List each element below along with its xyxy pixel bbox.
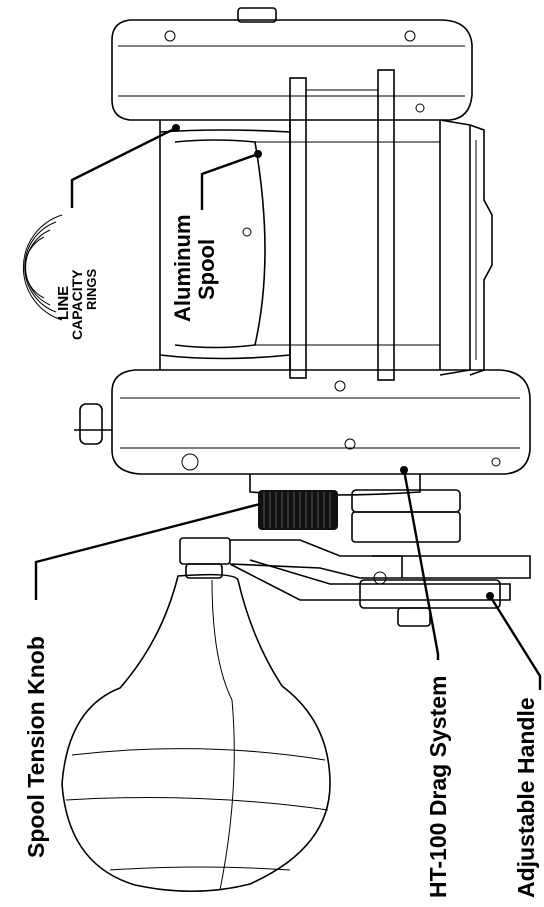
logo-line-text: LINE [55, 286, 72, 320]
label-aluminum-line2: Spool [194, 239, 219, 300]
leader-lines [34, 124, 542, 690]
label-aluminum-line1: Aluminum [170, 214, 195, 322]
label-spool-tension-knob: Spool Tension Knob [23, 636, 49, 858]
handle-knob [61, 563, 331, 893]
label-ht100-drag-system: HT-100 Drag System [425, 676, 451, 898]
lever [74, 403, 199, 471]
gear-plate-edge [439, 119, 493, 376]
label-adjustable-handle: Adjustable Handle [513, 697, 539, 898]
logo-rings-text: RINGS [84, 269, 99, 311]
tension-knob [258, 490, 338, 530]
reel-bottom-side-plate [111, 369, 531, 475]
frame-pillars [289, 69, 395, 381]
line-capacity-rings-logo: LINE CAPACITY RINGS [22, 214, 99, 340]
reel-top-side-plate [111, 7, 473, 121]
logo-capacity-text: CAPACITY [69, 269, 85, 340]
handle-arm [179, 537, 531, 627]
